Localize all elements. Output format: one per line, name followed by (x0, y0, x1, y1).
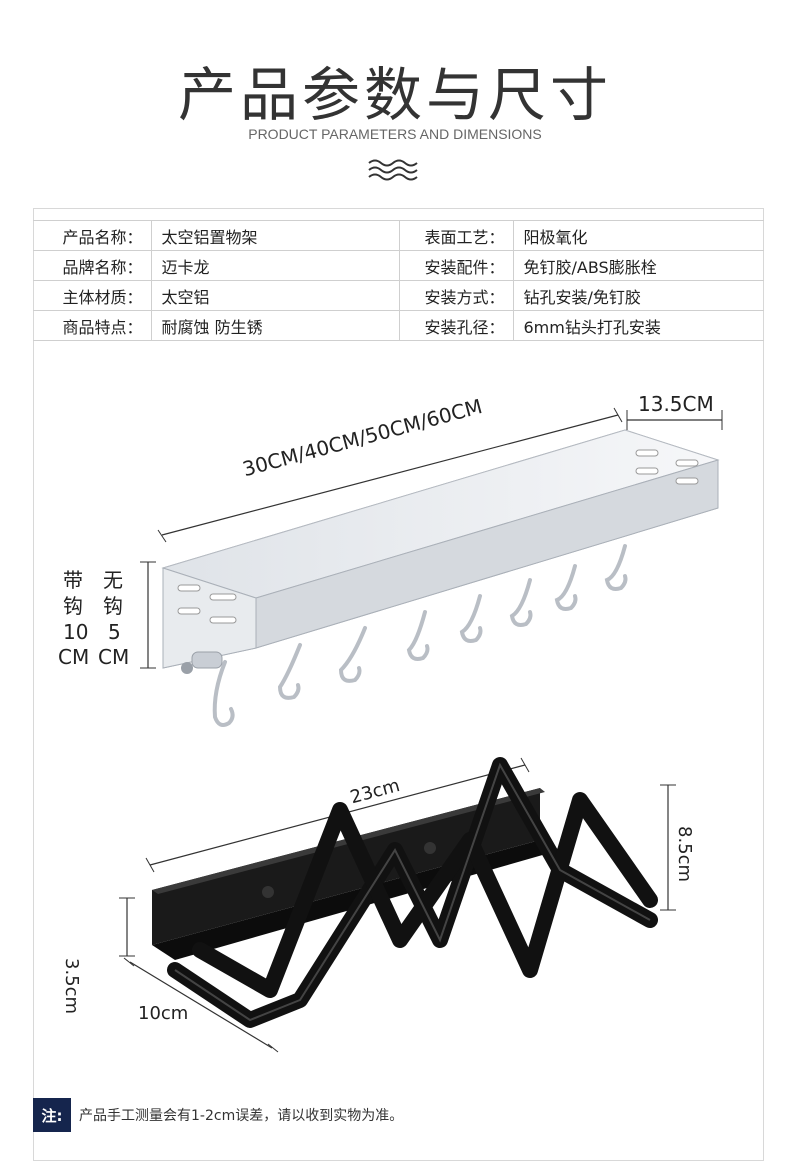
param-value: 钻孔安装/免钉胶 (512, 280, 764, 311)
content-frame (33, 208, 764, 1161)
param-key: 商品特点： (33, 310, 151, 341)
shelf-depth-label: 13.5CM (638, 392, 714, 416)
unit-label: CM (58, 645, 90, 669)
table-row: 品牌名称： 迈卡龙 安装配件： 免钉胶/ABS膨胀栓 (33, 250, 764, 281)
note-tag: 注: (33, 1098, 71, 1132)
param-value: 耐腐蚀 防生锈 (150, 310, 399, 341)
param-key: 安装配件： (398, 250, 513, 281)
param-key: 安装孔径： (398, 310, 513, 341)
note-text: 产品手工测量会有1-2cm误差，请以收到实物为准。 (79, 1108, 404, 1124)
note-bar: 注: 产品手工测量会有1-2cm误差，请以收到实物为准。 (33, 1098, 764, 1132)
hook-label-char: 钩 (63, 594, 83, 618)
wave-divider-icon (368, 159, 418, 181)
hook-label-char: 钩 (103, 594, 123, 618)
param-value: 迈卡龙 (150, 250, 399, 281)
rack-height-label: 8.5cm (674, 826, 695, 883)
table-row: 商品特点： 耐腐蚀 防生锈 安装孔径： 6mm钻头打孔安装 (33, 310, 764, 341)
rack-side-label: 3.5cm (61, 958, 82, 1015)
param-key: 品牌名称： (33, 250, 151, 281)
no-hook-value: 5 (108, 620, 121, 644)
rack-illustration (119, 757, 676, 1053)
hook-label-char: 无 (103, 568, 123, 592)
page-title: 产品参数与尺寸 (177, 61, 612, 129)
table-row: 产品名称： 太空铝置物架 表面工艺： 阳极氧化 (33, 220, 764, 251)
param-value: 阳极氧化 (512, 220, 764, 251)
page-subtitle: PRODUCT PARAMETERS AND DIMENSIONS (248, 126, 542, 142)
param-value: 太空铝 (150, 280, 399, 311)
params-table: 产品名称： 太空铝置物架 表面工艺： 阳极氧化 品牌名称： 迈卡龙 安装配件： … (33, 220, 764, 341)
rack-depth-label: 10cm (138, 1003, 189, 1024)
param-value: 6mm钻头打孔安装 (512, 310, 764, 341)
param-key: 表面工艺： (398, 220, 513, 251)
with-hook-value: 10 (63, 620, 89, 644)
param-key: 安装方式： (398, 280, 513, 311)
param-value: 免钉胶/ABS膨胀栓 (512, 250, 764, 281)
param-key: 产品名称： (33, 220, 151, 251)
hook-label-char: 带 (63, 568, 83, 592)
shelf-illustration (140, 407, 723, 727)
param-key: 主体材质： (33, 280, 151, 311)
table-row: 主体材质： 太空铝 安装方式： 钻孔安装/免钉胶 (33, 280, 764, 311)
param-value: 太空铝置物架 (150, 220, 399, 251)
unit-label: CM (98, 645, 130, 669)
